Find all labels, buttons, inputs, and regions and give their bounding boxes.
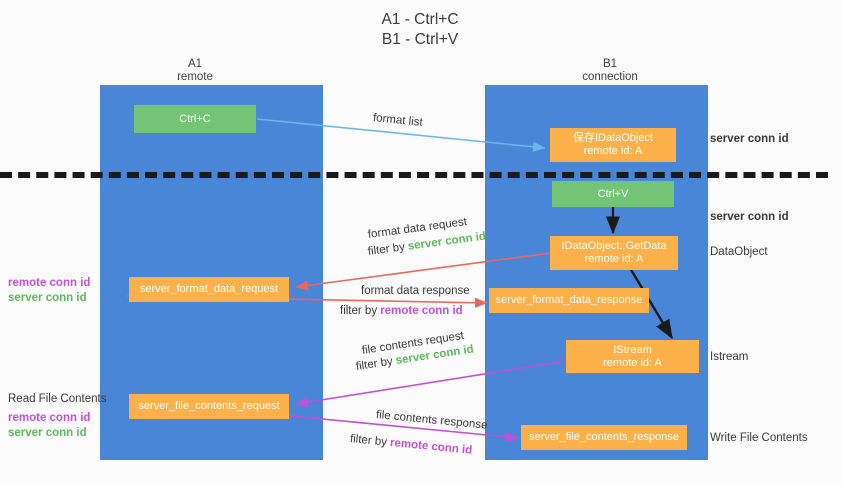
annotation-right-write-file-contents: Write File Contents [710, 432, 808, 444]
box-save-dataobject-l2: remote id: A [583, 145, 643, 157]
annotation-left-mid-server: server conn id [8, 292, 87, 304]
annotation-left-low: remote conn id server conn id [8, 411, 90, 441]
box-format-data-request[interactable]: server_format_data_request [129, 277, 289, 302]
box-save-dataobject[interactable]: 保存IDataObject remote id: A [550, 128, 676, 162]
box-ctrl-v[interactable]: Ctrl+V [552, 181, 674, 207]
lane-b1-sub: connection [582, 71, 638, 83]
annotation-left-low-server: server conn id [8, 427, 87, 439]
edge-format-list [256, 118, 546, 152]
box-file-contents-request[interactable]: server_file_contents_request [129, 394, 289, 419]
title-line-1: A1 - Ctrl+C [381, 11, 459, 28]
lane-a1-name: A1 [187, 58, 203, 70]
box-getdata[interactable]: IDataObject::GetData remote id: A [550, 236, 678, 270]
annotation-read-file-contents-title: Read File Contents [8, 393, 107, 405]
box-format-data-response-label: server_format_data_response [495, 294, 643, 306]
annotation-read-file-contents: Read File Contents [8, 392, 106, 407]
title-line-2: B1 - Ctrl+V [381, 31, 459, 48]
phase-divider [0, 172, 828, 178]
lane-a1-sub: remote [177, 71, 213, 83]
lane-header-a1: A1 remote [130, 58, 260, 84]
edge-file-contents-request [295, 360, 567, 408]
annotation-left-mid: remote conn id server conn id [8, 276, 90, 306]
box-file-contents-response[interactable]: server_file_contents_response [521, 425, 687, 450]
annotation-right-server-1: server conn id [710, 133, 789, 145]
box-istream-l2: remote id: A [603, 356, 662, 369]
annotation-left-mid-remote: remote conn id [8, 277, 91, 289]
box-format-data-request-label: server_format_data_request [139, 283, 279, 295]
box-file-contents-response-label: server_file_contents_response [529, 431, 679, 443]
box-istream-l1: IStream [613, 343, 652, 356]
box-getdata-l2: remote id: A [584, 253, 644, 265]
edge-label-format-data-response: format data response [361, 285, 470, 297]
filter-id-remote-1: remote conn id [380, 305, 463, 317]
annotation-right-server-2: server conn id [710, 211, 789, 223]
box-ctrl-c-label: Ctrl+C [179, 112, 211, 125]
annotation-left-low-remote: remote conn id [8, 412, 91, 424]
lane-header-b1: B1 connection [545, 58, 675, 84]
lane-b1-name: B1 [602, 58, 618, 70]
box-save-dataobject-l1: 保存IDataObject [572, 132, 654, 144]
edge-label-format-data-response-filter: filter by remote conn id [340, 305, 463, 317]
box-ctrl-c[interactable]: Ctrl+C [134, 105, 256, 133]
box-file-contents-request-label: server_file_contents_request [138, 400, 280, 412]
box-getdata-l1: IDataObject::GetData [561, 240, 667, 252]
annotation-right-istream: Istream [710, 351, 749, 363]
box-istream[interactable]: IStream remote id: A [566, 340, 699, 373]
box-format-data-response[interactable]: server_format_data_response [489, 288, 649, 313]
edge-format-data-request [295, 252, 552, 291]
edge-getdata-istream [628, 267, 674, 340]
page-title: A1 - Ctrl+C B1 - Ctrl+V [300, 10, 540, 50]
box-ctrl-v-label: Ctrl+V [597, 187, 629, 200]
annotation-right-dataobject: DataObject [710, 246, 768, 258]
